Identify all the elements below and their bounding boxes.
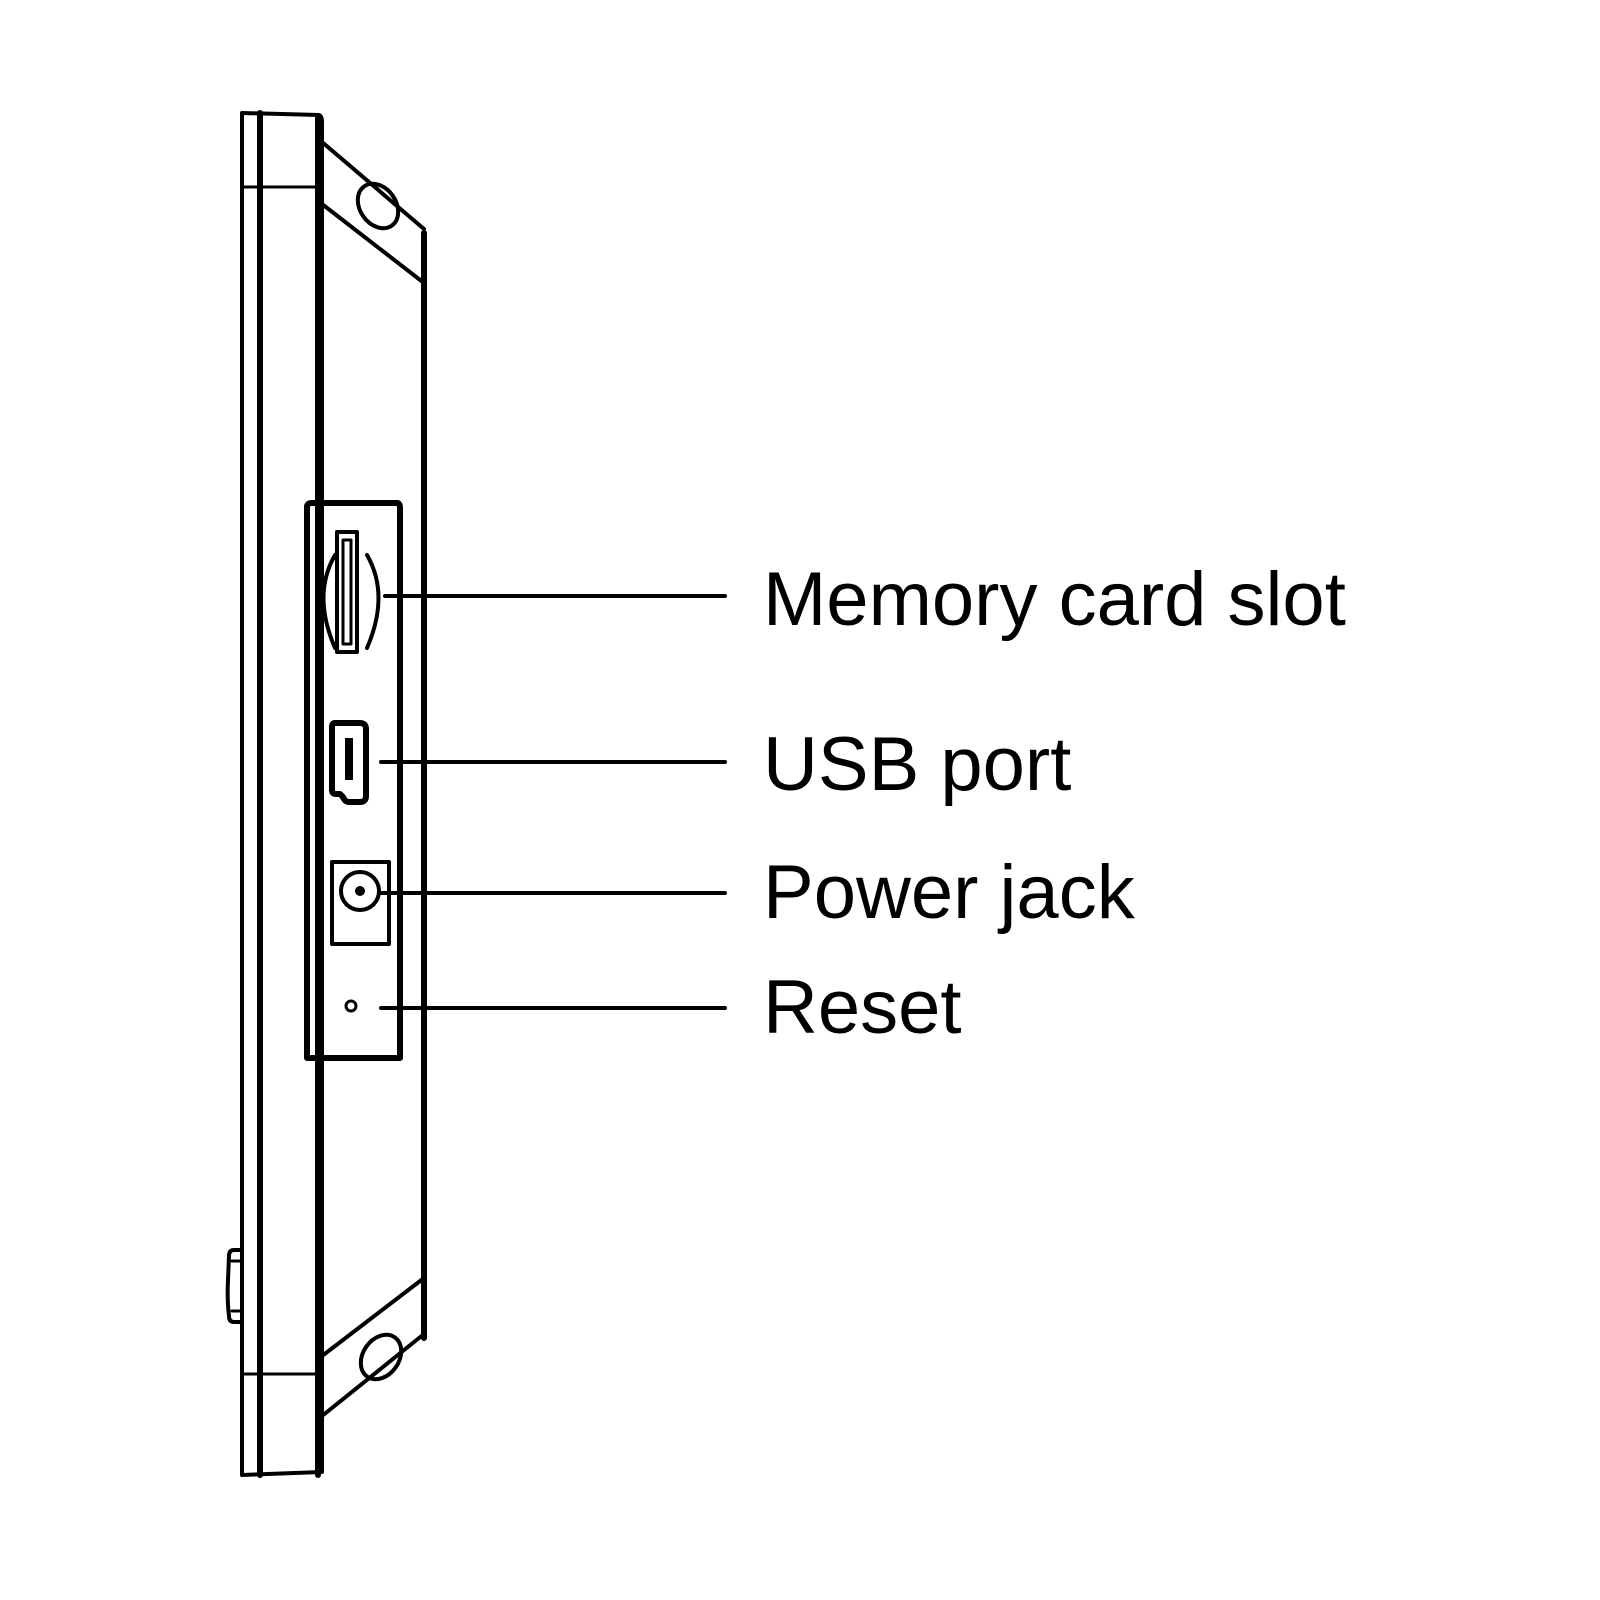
label-power-jack: Power jack: [763, 850, 1136, 935]
frame-body: [240, 110, 427, 1478]
mini-usb-port-icon: [329, 720, 369, 805]
label-reset: Reset: [763, 965, 962, 1050]
port-panel: [304, 500, 403, 1061]
port-panel-outline: [304, 500, 403, 1061]
bracket-bottom-edge: [320, 202, 426, 285]
sd-slot-opening: [335, 530, 359, 654]
front-bezel-outline: [240, 111, 324, 1477]
reset[interactable]: [344, 999, 358, 1013]
power-jack-housing: [330, 860, 391, 946]
top-wall-mount-bracket: [320, 140, 426, 285]
sd-card-slot-icon: [321, 553, 381, 650]
power-jack-pin: [355, 886, 365, 896]
power-jack[interactable]: [330, 860, 391, 946]
bracket-top-edge: [320, 1276, 426, 1358]
label-memory-card-slot: Memory card slot: [763, 557, 1346, 642]
bracket-bottom-edge: [320, 1332, 426, 1418]
reset-pinhole-icon: [344, 999, 358, 1013]
memory-card-slot[interactable]: [321, 530, 381, 654]
bottom-wall-mount-bracket: [320, 1276, 426, 1418]
dc-power-jack-icon: [339, 870, 381, 912]
label-usb-port: USB port: [763, 722, 1071, 807]
mount-hole-icon: [355, 181, 401, 231]
side-button-icon: [225, 1248, 244, 1324]
usb-port[interactable]: [329, 720, 369, 805]
sd-slot-inner: [341, 538, 353, 646]
usb-port-tongue: [345, 738, 353, 780]
mount-hole-icon: [358, 1332, 404, 1382]
